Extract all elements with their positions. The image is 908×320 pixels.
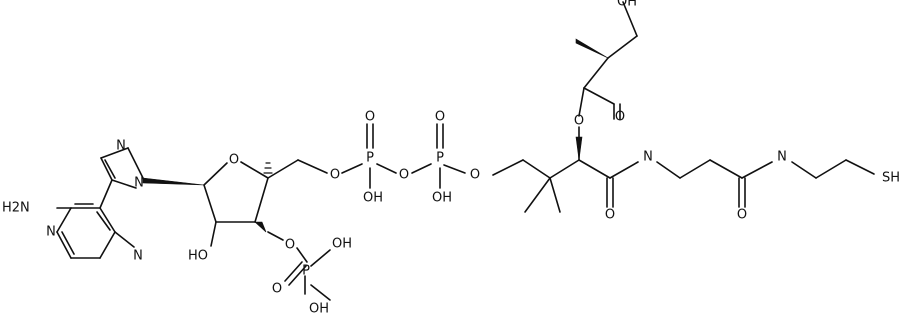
bond <box>815 159 847 179</box>
bond <box>111 179 137 189</box>
atom-oh: OH <box>617 0 637 10</box>
atom-o: O <box>229 153 239 168</box>
bond <box>443 164 466 174</box>
atom-o: O <box>435 110 445 125</box>
bond <box>609 161 639 179</box>
bond <box>341 163 363 174</box>
atom-o: O <box>615 110 625 125</box>
atom-o: O <box>470 168 480 183</box>
atom-n: N <box>134 176 144 191</box>
wedge-bond <box>142 177 205 186</box>
bond <box>288 265 307 286</box>
bond <box>240 161 269 179</box>
bond <box>741 161 773 179</box>
atom-oh: OH <box>332 237 352 252</box>
bond <box>297 159 328 174</box>
atom-labels: OH N N H2N N N O HO O P O OH OH O P O OH… <box>2 0 900 317</box>
bond <box>524 177 551 213</box>
bond <box>310 249 331 267</box>
atom-n: N <box>116 139 126 154</box>
atom-n: N <box>133 249 143 264</box>
bond <box>99 207 116 233</box>
bond <box>845 159 875 175</box>
wedge-bond <box>575 136 583 161</box>
bond <box>583 57 609 89</box>
bond <box>203 162 228 186</box>
bond <box>791 161 817 179</box>
bond <box>56 231 72 259</box>
bond <box>376 163 397 174</box>
bond <box>104 159 116 179</box>
atom-o: O <box>737 208 747 223</box>
bond <box>56 207 72 233</box>
bond <box>709 159 743 179</box>
bond <box>203 184 217 223</box>
atom-n: N <box>643 150 653 165</box>
bond <box>656 161 681 179</box>
atom-h2n: H2N <box>2 201 30 216</box>
atom-p: P <box>302 264 310 279</box>
wedge-bond <box>254 221 267 233</box>
bond <box>583 87 615 105</box>
bond <box>61 231 75 255</box>
bond <box>622 1 638 37</box>
atom-o: O <box>574 114 584 129</box>
atom-o: O <box>399 168 409 183</box>
bond <box>210 221 217 247</box>
bond <box>96 211 111 231</box>
bond <box>310 284 331 301</box>
bond <box>267 159 299 179</box>
atom-o: O <box>605 208 615 223</box>
atom-oh: OH <box>432 191 452 206</box>
bond <box>578 87 585 117</box>
bond <box>267 231 284 241</box>
atom-n: N <box>46 225 56 240</box>
bond <box>549 177 561 213</box>
atom-o: O <box>272 282 282 297</box>
bonds <box>56 1 875 301</box>
bond <box>99 179 113 209</box>
bond <box>99 231 116 259</box>
hash-bond <box>263 162 273 174</box>
bond <box>254 177 269 223</box>
bond <box>607 35 638 59</box>
bond <box>578 159 611 179</box>
bond <box>296 247 308 263</box>
bond <box>411 163 432 174</box>
bond <box>127 147 144 179</box>
wedge-bond <box>575 38 609 59</box>
bond <box>114 231 135 248</box>
atom-o: O <box>285 238 295 253</box>
bond <box>100 157 113 181</box>
stereo-bonds <box>142 38 609 233</box>
atom-oh: OH <box>363 191 383 206</box>
bond <box>492 159 524 176</box>
atom-oh: OH <box>309 302 329 317</box>
bond <box>522 159 551 179</box>
atom-sh: SH <box>882 171 900 186</box>
bond <box>100 147 129 159</box>
bond <box>679 159 711 179</box>
atom-p: P <box>436 151 444 166</box>
atom-ho: HO <box>188 249 208 264</box>
atom-n: N <box>777 150 787 165</box>
bond <box>549 159 580 179</box>
atom-o: O <box>330 168 340 183</box>
bond <box>284 261 303 282</box>
atom-p: P <box>366 151 374 166</box>
atom-o: O <box>365 110 375 125</box>
